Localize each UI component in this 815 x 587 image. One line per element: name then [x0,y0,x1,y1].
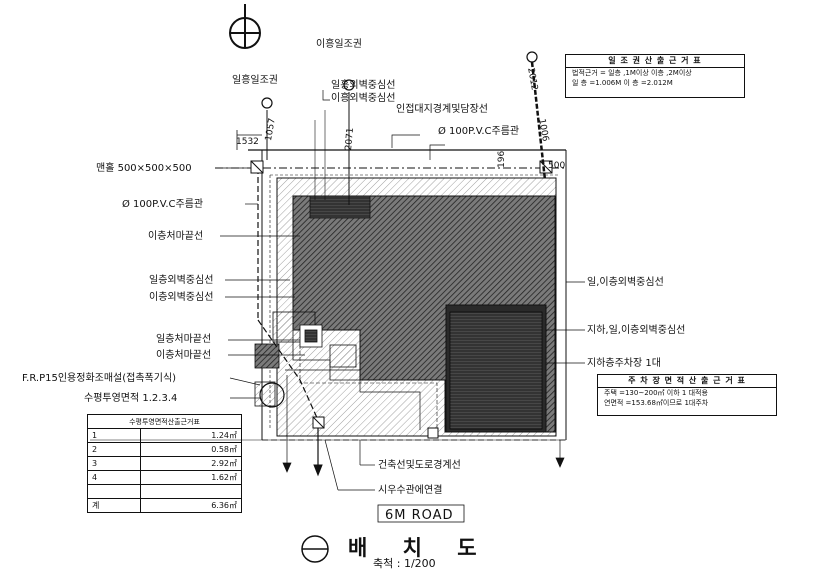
label-sunlight-1f: 일흥일조권 [232,75,278,86]
label-boundary: 인접대지경계및담장선 [396,104,488,115]
label-wall-1f: 일층외벽중심선 [149,275,214,286]
road-label-box [377,504,465,523]
leader-lines [215,90,585,491]
label-pvc-top: Ø 100P.V.C주름관 [438,126,520,137]
sunlight-calc-header: 일 조 권 산 출 근 거 표 [566,55,744,68]
parking-calc-line1: 주택 =130~200㎡ 이하 1 대적용 [604,389,708,397]
drawing-title: 배 치 도 [348,536,491,560]
dim-2071: 2071 [344,127,356,151]
sunlight-calc-line1: 법적근거 = 일층 ,1M이상 이층 ,2M이상 [572,69,692,77]
dim-500: 500 [548,161,566,171]
label-pvc-left: Ø 100P.V.C주름관 [122,199,204,210]
building-footprint [276,177,557,437]
label-wall-2f: 이층외벽중심선 [149,292,214,303]
label-sunlight-2f: 이흥일조권 [316,39,362,50]
label-manhole: 맨홀 500×500×500 [96,163,192,174]
label-ext-wall-2f: 이흥외벽중심선 [331,93,396,104]
sunlight-calc-table: 일 조 권 산 출 근 거 표 법적근거 = 일층 ,1M이상 이층 ,2M이상… [565,54,745,98]
label-sewer: 시우수관에연결 [378,485,443,496]
parking-calc-header: 주 차 장 면 적 산 출 근 거 표 [598,375,776,388]
drawing-scale: 축척 : 1/200 [373,557,436,570]
dim-196: 196 [497,150,507,168]
label-ext-wall-1f: 일흥외벽중심선 [331,80,396,91]
label-finish-1f: 일층처마끝선 [156,334,212,345]
sunlight-calc-line2: 일 층 =1.006M 이 층 =2.012M [572,79,673,87]
dim-1532: 1532 [236,137,259,147]
sunlight-lines [236,51,547,205]
label-projected-area: 수평투영면적 1.2.3.4 [84,393,178,404]
north-arrow-top [229,4,261,49]
parking-calc-line2: 연면적 =153.68㎡이므로 1대주차 [604,399,709,407]
area-table-header: 수평투영면적산출근거표 [87,414,242,429]
label-septic: F.R.P15인용정화조매설(접촉폭기식) [22,373,177,384]
pvc-pipe [257,168,323,477]
label-parking: 지하층주차장 1대 [587,358,661,369]
label-building-line: 건축선및도로경계선 [378,460,461,471]
road-label: 6M ROAD [385,508,454,523]
entrance-area [254,311,357,408]
label-finish-2f: 이층처마끝선 [148,231,204,242]
parking-calc-table: 주 차 장 면 적 산 출 근 거 표 주택 =130~200㎡ 이하 1 대적… [597,374,777,416]
label-wall-right-b: 지하,일,이층외벽중심선 [587,325,686,336]
north-arrow-bottom [301,535,329,563]
table-row [87,484,242,499]
label-finish-2f-b: 이층처마끝선 [156,350,212,361]
label-wall-right: 일,이층외벽중심선 [587,277,664,288]
